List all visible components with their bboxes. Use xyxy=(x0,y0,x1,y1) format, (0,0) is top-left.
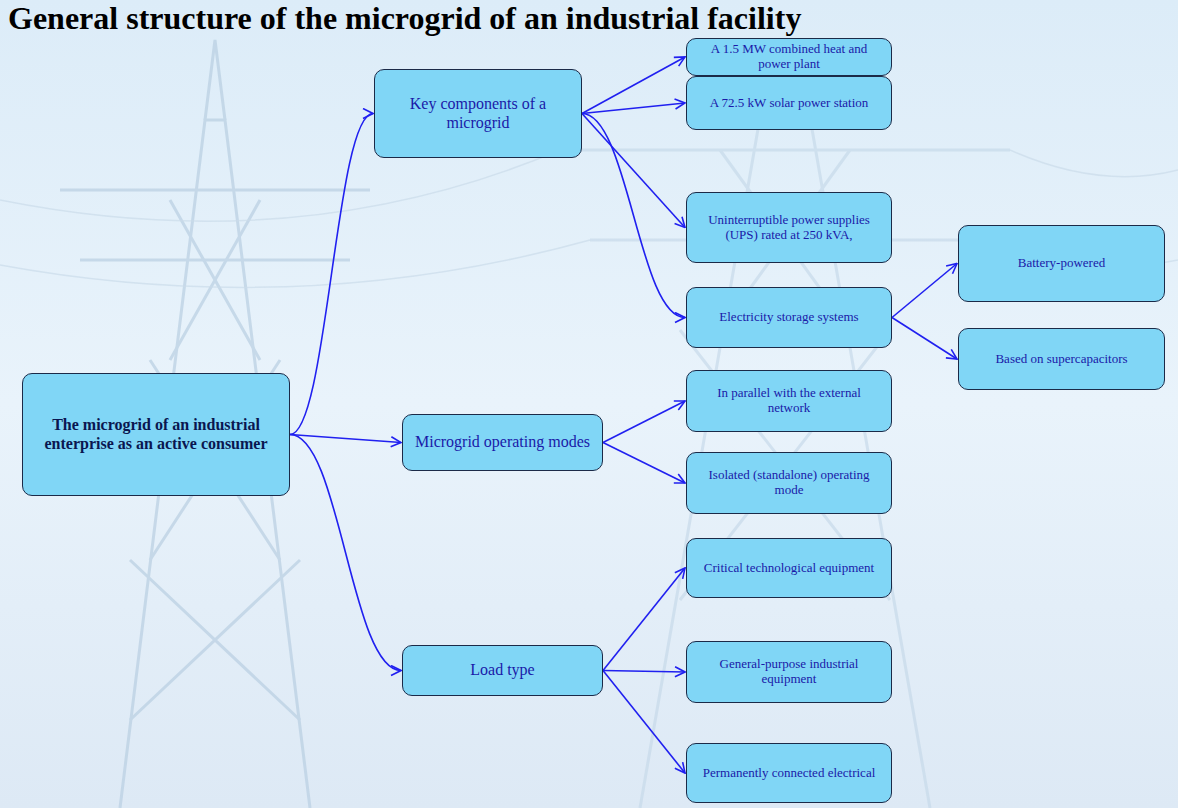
pylon-center xyxy=(560,60,1010,808)
arrow-connector xyxy=(603,443,685,484)
box-label: Key components of a microgrid xyxy=(383,95,573,132)
arrow-connector xyxy=(603,568,685,671)
category-box: Based on supercapacitors xyxy=(958,328,1165,390)
category-box: Uninterruptible power supplies (UPS) rat… xyxy=(686,192,892,263)
category-box: General-purpose industrial equipment xyxy=(686,641,892,703)
box-label: Uninterruptible power supplies (UPS) rat… xyxy=(695,213,883,243)
arrow-connector xyxy=(290,435,401,671)
box-label: Critical technological equipment xyxy=(704,561,874,576)
category-box: Load type xyxy=(402,645,603,696)
root-box: The microgrid of an industrial enterpris… xyxy=(22,373,290,496)
category-box: Microgrid operating modes xyxy=(402,414,603,471)
arrow-connector xyxy=(290,435,401,443)
category-box: Electricity storage systems xyxy=(686,287,892,348)
box-label: Permanently connected electrical xyxy=(703,766,876,781)
category-box: Isolated (standalone) operating mode xyxy=(686,452,892,514)
arrow-connector xyxy=(290,114,373,435)
category-box: Critical technological equipment xyxy=(686,538,892,598)
box-label: Isolated (standalone) operating mode xyxy=(695,468,883,498)
category-box: A 72.5 kW solar power station xyxy=(686,76,892,130)
arrow-connector xyxy=(582,103,685,114)
arrow-connector xyxy=(582,114,685,318)
box-label: Electricity storage systems xyxy=(719,310,858,325)
box-label: A 1.5 MW combined heat and power plant xyxy=(695,42,883,72)
diagram-title: General structure of the microgrid of an… xyxy=(8,0,801,36)
category-box: In parallel with the external network xyxy=(686,370,892,432)
box-label: In parallel with the external network xyxy=(695,386,883,416)
category-box: Battery-powered xyxy=(958,225,1165,302)
arrow-connector xyxy=(603,671,685,774)
box-label: Battery-powered xyxy=(1018,256,1105,271)
box-label: A 72.5 kW solar power station xyxy=(710,96,869,111)
box-label: The microgrid of an industrial enterpris… xyxy=(31,416,281,453)
arrow-connector xyxy=(892,318,957,360)
arrow-connector xyxy=(582,57,685,114)
arrow-connector xyxy=(603,671,685,673)
arrow-connector xyxy=(582,114,685,228)
box-label: Microgrid operating modes xyxy=(415,433,590,451)
box-label: Load type xyxy=(470,661,534,679)
category-box: Key components of a microgrid xyxy=(374,69,582,158)
box-label: General-purpose industrial equipment xyxy=(695,657,883,687)
arrow-connector xyxy=(892,264,957,318)
arrow-connector xyxy=(603,401,685,443)
category-box: Permanently connected electrical xyxy=(686,743,892,803)
category-box: A 1.5 MW combined heat and power plant xyxy=(686,38,892,76)
box-label: Based on supercapacitors xyxy=(995,352,1127,367)
